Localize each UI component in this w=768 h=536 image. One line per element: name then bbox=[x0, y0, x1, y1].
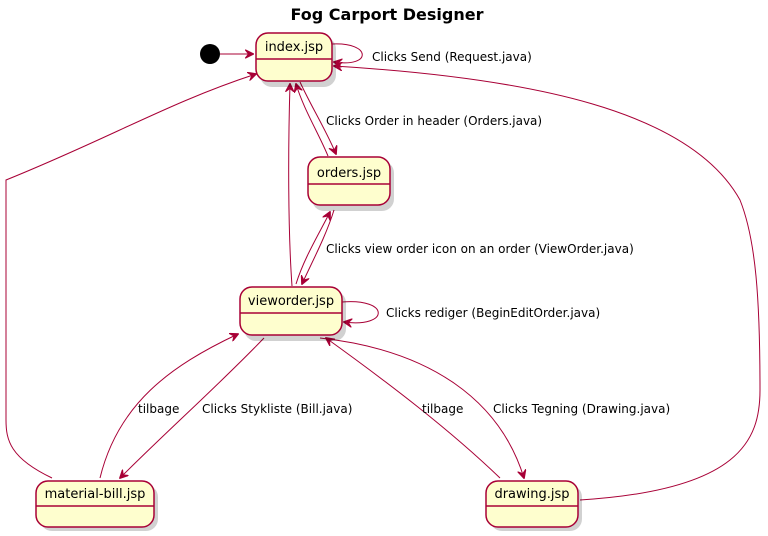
edges bbox=[5, 43, 761, 501]
edge-material-bill-to-index bbox=[5, 74, 256, 479]
edge-label-tilbage-bill: tilbage bbox=[138, 402, 179, 416]
edge-index-to-orders bbox=[299, 81, 336, 154]
edge-label-send: Clicks Send (Request.java) bbox=[372, 50, 532, 64]
edge-label-rediger: Clicks rediger (BeginEditOrder.java) bbox=[386, 306, 600, 320]
state-label-orders: orders.jsp bbox=[317, 166, 381, 181]
state-label-vieworder: vieworder.jsp bbox=[248, 294, 334, 309]
edge-orders-to-index bbox=[296, 84, 329, 157]
edge-drawing-to-vieworder bbox=[326, 338, 501, 479]
state-label-index: index.jsp bbox=[265, 40, 323, 55]
edge-drawing-to-index bbox=[334, 66, 761, 501]
state-orders: orders.jsp bbox=[307, 156, 394, 211]
edge-label-tegning: Clicks Tegning (Drawing.java) bbox=[493, 402, 670, 416]
state-label-drawing: drawing.jsp bbox=[494, 487, 569, 502]
edge-material-bill-to-vieworder bbox=[99, 334, 238, 479]
edge-label-tilbage-drawing: tilbage bbox=[422, 402, 463, 416]
state-vieworder: vieworder.jsp bbox=[239, 286, 346, 341]
edge-vieworder-self-loop bbox=[341, 301, 379, 323]
edge-vieworder-to-index bbox=[289, 84, 292, 287]
state-index: index.jsp bbox=[255, 32, 336, 87]
edge-vieworder-to-drawing bbox=[319, 337, 524, 478]
initial-state-dot bbox=[200, 44, 220, 64]
state-drawing: drawing.jsp bbox=[485, 480, 582, 531]
state-label-material-bill: material-bill.jsp bbox=[45, 487, 146, 502]
state-material-bill: material-bill.jsp bbox=[35, 480, 158, 531]
edge-label-view-order: Clicks view order icon on an order (View… bbox=[326, 242, 634, 256]
edge-label-order-header: Clicks Order in header (Orders.java) bbox=[326, 114, 542, 128]
edge-labels: Clicks Send (Request.java) Clicks Order … bbox=[138, 50, 670, 416]
edge-vieworder-to-orders bbox=[295, 212, 330, 285]
diagram-title: Fog Carport Designer bbox=[290, 5, 483, 24]
edge-index-self-loop bbox=[331, 43, 363, 63]
edge-vieworder-to-material-bill bbox=[120, 337, 265, 478]
edge-label-stykliste: Clicks Stykliste (Bill.java) bbox=[202, 402, 352, 416]
edge-orders-to-vieworder bbox=[302, 209, 335, 284]
